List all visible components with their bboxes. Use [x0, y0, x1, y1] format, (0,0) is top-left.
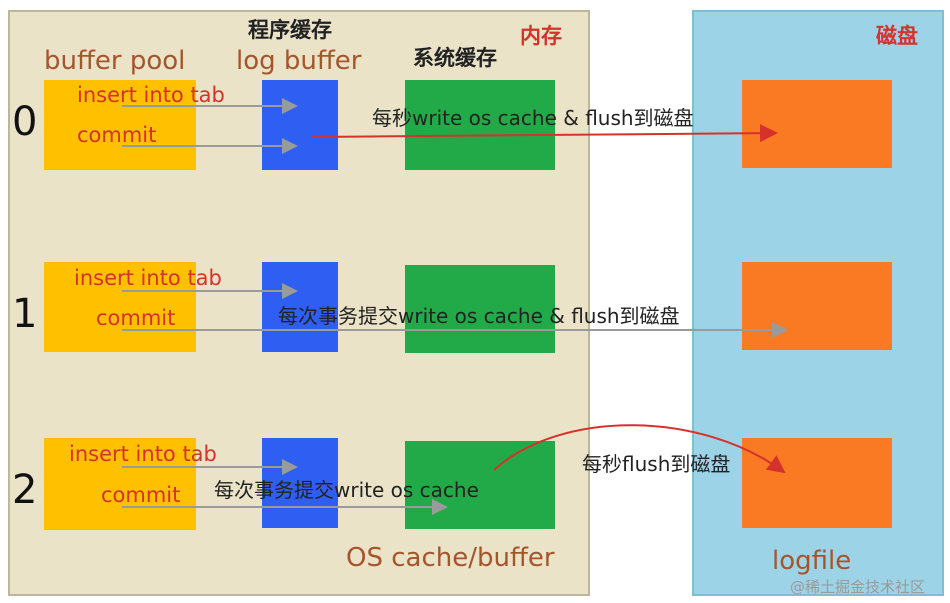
- buffer-pool-box-1: [44, 262, 196, 352]
- logfile-box-2: [742, 438, 892, 528]
- logfile-box-1: [742, 262, 892, 350]
- os-cache-box-0: [405, 80, 555, 170]
- insert-label-0: insert into tab: [77, 83, 225, 107]
- buffer-pool-box-2: [44, 438, 196, 530]
- log-buffer-box-0: [262, 80, 338, 170]
- log-buffer-box-2: [262, 438, 338, 528]
- buffer-pool-box-0: [44, 80, 196, 170]
- os-cache-box-1: [405, 265, 555, 353]
- flush-label-2: 每秒flush到磁盘: [582, 452, 731, 476]
- row-number-0: 0: [12, 99, 38, 145]
- flush-arrow-2: [493, 424, 786, 474]
- log-buffer-box-1: [262, 262, 338, 352]
- memory-label: 内存: [520, 24, 562, 48]
- row-number-1: 1: [12, 291, 38, 337]
- watermark: @稀土掘金技术社区: [790, 578, 926, 596]
- flow-label-2: 每次事务提交write os cache: [214, 478, 479, 502]
- disk-label: 磁盘: [876, 24, 918, 48]
- buffer-pool-label: buffer pool: [44, 46, 186, 76]
- insert-label-2: insert into tab: [69, 442, 217, 466]
- flow-label-1: 每次事务提交write os cache & flush到磁盘: [278, 304, 680, 328]
- commit-label-0: commit: [77, 123, 157, 147]
- commit-label-1: commit: [96, 306, 176, 330]
- system-cache-label: 系统缓存: [413, 46, 497, 70]
- os-cache-buffer-label: OS cache/buffer: [346, 543, 555, 573]
- row-number-2: 2: [12, 467, 38, 513]
- flush-arrow-0: [311, 124, 778, 143]
- logfile-label: logfile: [772, 546, 852, 576]
- program-cache-label: 程序缓存: [248, 18, 332, 42]
- log-buffer-label: log buffer: [236, 46, 362, 76]
- logfile-box-0: [742, 80, 892, 168]
- commit-label-2: commit: [101, 483, 181, 507]
- insert-label-1: insert into tab: [74, 266, 222, 290]
- os-cache-box-2: [405, 441, 555, 529]
- flow-label-0: 每秒write os cache & flush到磁盘: [372, 106, 694, 130]
